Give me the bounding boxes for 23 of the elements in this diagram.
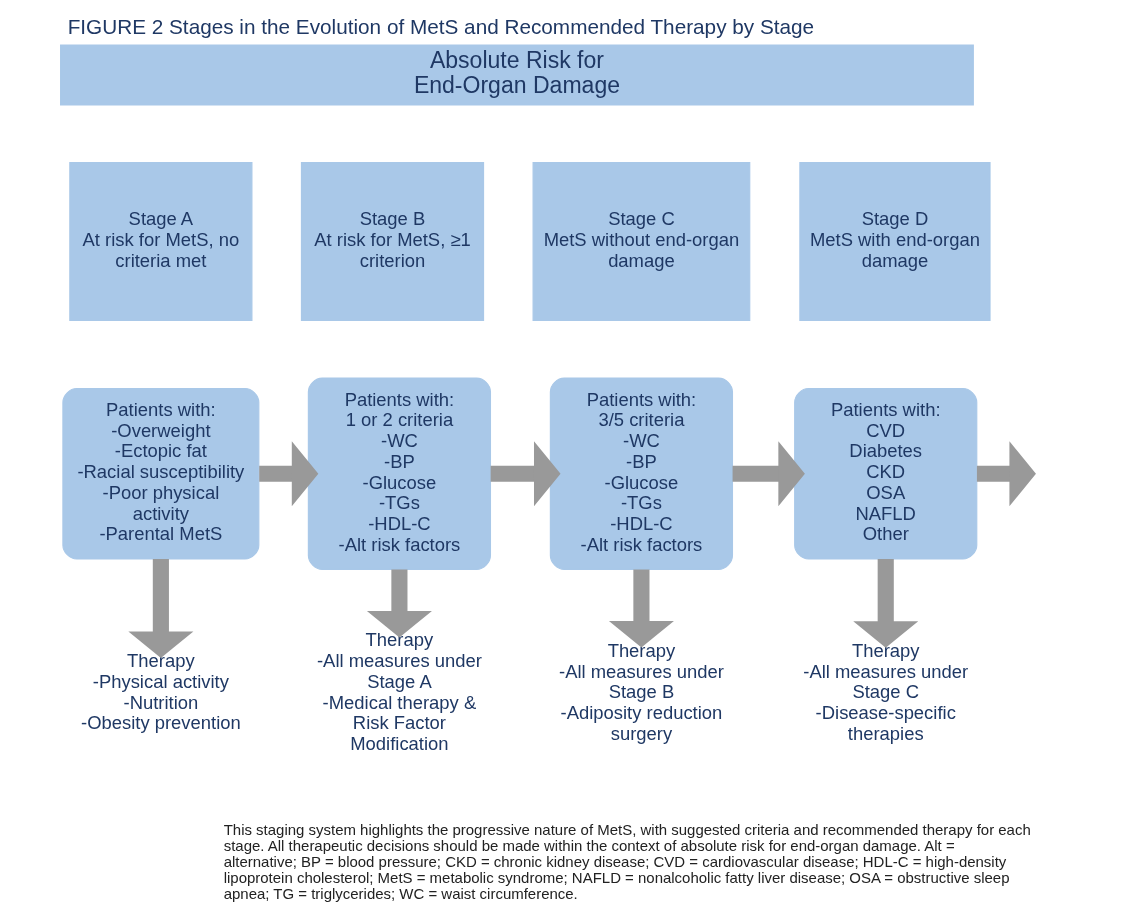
diagram-title: FIGURE 2 Stages in the Evolution of MetS and Recommended Therapy by Stage bbox=[67, 14, 815, 38]
node-text: Therapy -All measures under Stage A -Medical therapy & Risk Factor Modification bbox=[317, 629, 482, 755]
node-text: Therapy -Physical activity -Nutrition -Obesity prevention bbox=[81, 650, 241, 734]
arrow bbox=[259, 441, 319, 507]
node-box: Absolute Risk for End-Organ Damage bbox=[60, 44, 974, 106]
arrow bbox=[853, 559, 919, 648]
node-text: Therapy -All measures under Stage C -Disease-specific therapies bbox=[803, 639, 969, 744]
arrow bbox=[732, 441, 805, 507]
node-box: Patients with: 3/5 criteria -WC -BP -Glucose -TGs -HDL-C -Alt risk factors bbox=[549, 377, 734, 570]
node-box: Stage A At risk for MetS, no criteria met bbox=[69, 162, 253, 322]
caption: This staging system highlights the progressive nature of MetS, with suggested criteria and recommended therapy for each stage. All therapeutic decisions should be made within the context of absolute risk for end-organ damage. Alt = alternative; BP = blood pressure; CKD = chronic kidney disease; CVD = cardiovascular disease; HDL-C = high-density lipoprotein cholesterol; MetS = metabolic syndrome; NAFLD = nonalcoholic fatty liver disease; OSA = obstructive sleep apnea; TG = triglycerides; WC = waist circumference. bbox=[223, 820, 1031, 903]
node-text: Therapy -All measures under Stage B -Adiposity reduction surgery bbox=[559, 639, 724, 744]
node-box: Stage B At risk for MetS, ≥1 criterion bbox=[300, 162, 485, 322]
node-box: Stage C MetS without end-organ damage bbox=[532, 162, 751, 322]
arrow bbox=[976, 441, 1036, 507]
node-box: Patients with: 1 or 2 criteria -WC -BP -Glucose -TGs -HDL-C -Alt risk factors bbox=[307, 377, 492, 570]
node-box: Patients with: -Overweight -Ectopic fat -Racial susceptibility -Poor physical activity -Parental MetS bbox=[62, 387, 260, 560]
arrow bbox=[490, 441, 561, 507]
arrow bbox=[366, 569, 432, 638]
arrow bbox=[128, 559, 194, 659]
arrow bbox=[608, 569, 674, 648]
node-box: Patients with: CVD Diabetes CKD OSA NAFLD Other bbox=[794, 387, 978, 560]
node-box: Stage D MetS with end-organ damage bbox=[799, 162, 991, 322]
